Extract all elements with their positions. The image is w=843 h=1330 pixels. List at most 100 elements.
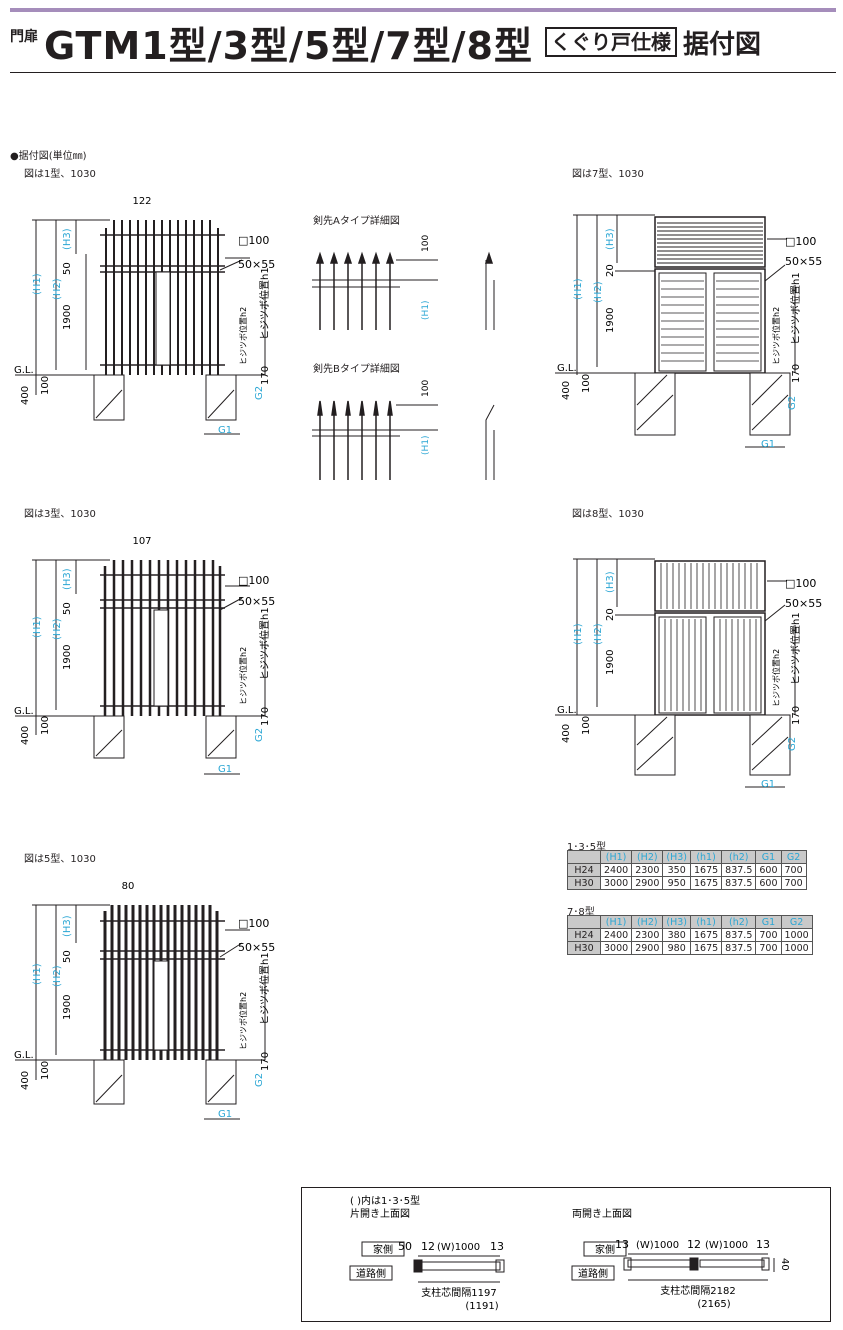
plan-note: ( )内は1･3･5型 <box>350 1194 420 1207</box>
fig7-h3: (H3) <box>605 228 616 250</box>
fig8-d100: 100 <box>581 716 592 735</box>
fig5-post-label: □100 <box>238 917 269 930</box>
fig1-d100: 100 <box>40 376 51 395</box>
detail-b-h1: (H1) <box>421 435 431 455</box>
fig1-h1: (H1) <box>32 273 43 295</box>
spec-badge: くぐり戸仕様 <box>544 27 677 57</box>
double-dim-w1: (W)1000 <box>636 1240 679 1251</box>
fig8-g2: G2 <box>787 737 798 751</box>
fig5-d170: 170 <box>260 1052 271 1071</box>
figure-3-drawing: 107 □100 50×55 G.L. G1 (H1) (H2) (H3) 50… <box>14 536 275 775</box>
double-top-view-title: 両開き上面図 <box>572 1208 632 1220</box>
detail-b-title: 剣先Bタイプ詳細図 <box>313 364 400 375</box>
double-dim-12: 12 <box>687 1238 701 1251</box>
fig3-d170: 170 <box>260 707 271 726</box>
fig5-hinge1: ヒジツボ位置h1 <box>258 952 271 1025</box>
fig8-h2: (H2) <box>593 623 604 645</box>
top-view-drawing: ( )内は1･3･5型 片開き上面図 両開き上面図 家側 道路側 50 12 (… <box>349 1194 790 1312</box>
fig8-d1900: 1900 <box>605 650 616 675</box>
road-side-tag-double <box>571 1265 615 1281</box>
fig7-d170: 170 <box>791 364 802 383</box>
double-dim-13b: 13 <box>756 1238 770 1251</box>
fig5-d100: 100 <box>40 1061 51 1080</box>
header-accent-bar <box>10 8 836 12</box>
fig3-h3: (H3) <box>62 568 73 590</box>
fig5-d50: 50 <box>62 950 73 963</box>
fig7-d100: 100 <box>581 374 592 393</box>
fig5-h3: (H3) <box>62 915 73 937</box>
fig7-d20: 20 <box>605 264 616 277</box>
fig3-h2: (H2) <box>52 618 63 640</box>
double-pitch-alt: (2165) <box>697 1299 730 1310</box>
fig7-h2: (H2) <box>593 281 604 303</box>
single-dim-50: 50 <box>398 1240 412 1253</box>
double-dim-40: 40 <box>779 1258 790 1271</box>
fig8-h3: (H3) <box>605 571 616 593</box>
fig8-rail-label: 50×55 <box>785 597 822 610</box>
fig1-hinge2: ヒジツボ位置h2 <box>238 307 248 365</box>
fig3-gl-label: G.L. <box>14 706 34 717</box>
figure-7-caption: 図は7型、1030 <box>572 169 644 180</box>
fig1-d170: 170 <box>260 366 271 385</box>
fig7-rail-label: 50×55 <box>785 255 822 268</box>
figure-8-caption: 図は8型、1030 <box>572 509 644 520</box>
fig3-d50: 50 <box>62 602 73 615</box>
fig8-d170: 170 <box>791 706 802 725</box>
fig1-d400: 400 <box>20 386 31 405</box>
single-pitch: 支柱芯間隔1197 <box>421 1286 496 1299</box>
detail-b-d100: 100 <box>421 380 431 397</box>
fig5-gl-label: G.L. <box>14 1050 34 1061</box>
double-dim-13a: 13 <box>615 1238 629 1251</box>
fig3-hinge2: ヒジツボ位置h2 <box>238 647 248 705</box>
fig1-g1-label: G1 <box>218 425 232 436</box>
fig3-h1: (H1) <box>32 616 43 638</box>
detail-a-title: 剣先Aタイプ詳細図 <box>313 216 400 227</box>
road-side-label-single: 道路側 <box>356 1267 386 1280</box>
fig1-top-dim: 122 <box>132 196 151 207</box>
page-header: 門扉 GTM1型/3型/5型/7型/8型 くぐり戸仕様 据付図 <box>10 18 761 68</box>
fig5-g2: G2 <box>254 1073 265 1087</box>
fig1-g2: G2 <box>254 386 265 400</box>
fig7-g2: G2 <box>787 396 798 410</box>
single-pitch-alt: (1191) <box>465 1301 498 1312</box>
road-side-label-double: 道路側 <box>578 1267 608 1280</box>
fig1-h2: (H2) <box>52 278 63 300</box>
fig5-d1900: 1900 <box>62 995 73 1020</box>
fig1-d1900: 1900 <box>62 305 73 330</box>
fig7-d1900: 1900 <box>605 308 616 333</box>
figure-7-drawing: □100 50×55 G.L. G1 (H1) (H2) (H3) 20 190… <box>555 214 822 450</box>
fig5-top-dim: 80 <box>122 881 135 892</box>
table-78-title: 7･8型 <box>567 907 595 918</box>
fig3-d1900: 1900 <box>62 645 73 670</box>
fig7-post-label: □100 <box>785 235 816 248</box>
fig8-h1: (H1) <box>573 623 584 645</box>
house-side-tag-double <box>583 1241 627 1257</box>
table-135-title: 1･3･5型 <box>567 842 607 853</box>
fig7-gl-label: G.L. <box>557 363 577 374</box>
figure-5-drawing: 80 □100 50×55 G.L. G1 (H1) (H2) (H3) 50 … <box>14 881 275 1120</box>
fig8-d400: 400 <box>561 724 572 743</box>
figure-1-drawing: 122 □100 50×55 G.L. G1 (H1) (H2) (H3) 50… <box>14 196 275 436</box>
page-title: GTM1型/3型/5型/7型/8型 <box>44 23 533 68</box>
single-top-view-title: 片開き上面図 <box>350 1207 410 1220</box>
top-view-panel: ( )内は1･3･5型 片開き上面図 両開き上面図 家側 道路側 50 12 (… <box>301 1187 831 1322</box>
fig5-h1: (H1) <box>32 963 43 985</box>
fig8-post-label: □100 <box>785 577 816 590</box>
fig8-g1-label: G1 <box>761 779 775 790</box>
fig5-h2: (H2) <box>52 965 63 987</box>
double-pitch: 支柱芯間隔2182 <box>660 1284 735 1297</box>
fig3-g1-label: G1 <box>218 764 232 775</box>
fig3-rail-label: 50×55 <box>238 595 275 608</box>
page-subtitle: 据付図 <box>682 29 761 60</box>
fig3-d100: 100 <box>40 716 51 735</box>
fig8-d20: 20 <box>605 608 616 621</box>
fig8-hinge2: ヒジツボ位置h2 <box>771 649 781 707</box>
fig5-hinge2: ヒジツボ位置h2 <box>238 992 248 1050</box>
fig7-hinge2: ヒジツボ位置h2 <box>771 307 781 365</box>
fig7-g1-label: G1 <box>761 439 775 450</box>
fig1-gl-label: G.L. <box>14 365 34 376</box>
fig8-gl-label: G.L. <box>557 705 577 716</box>
